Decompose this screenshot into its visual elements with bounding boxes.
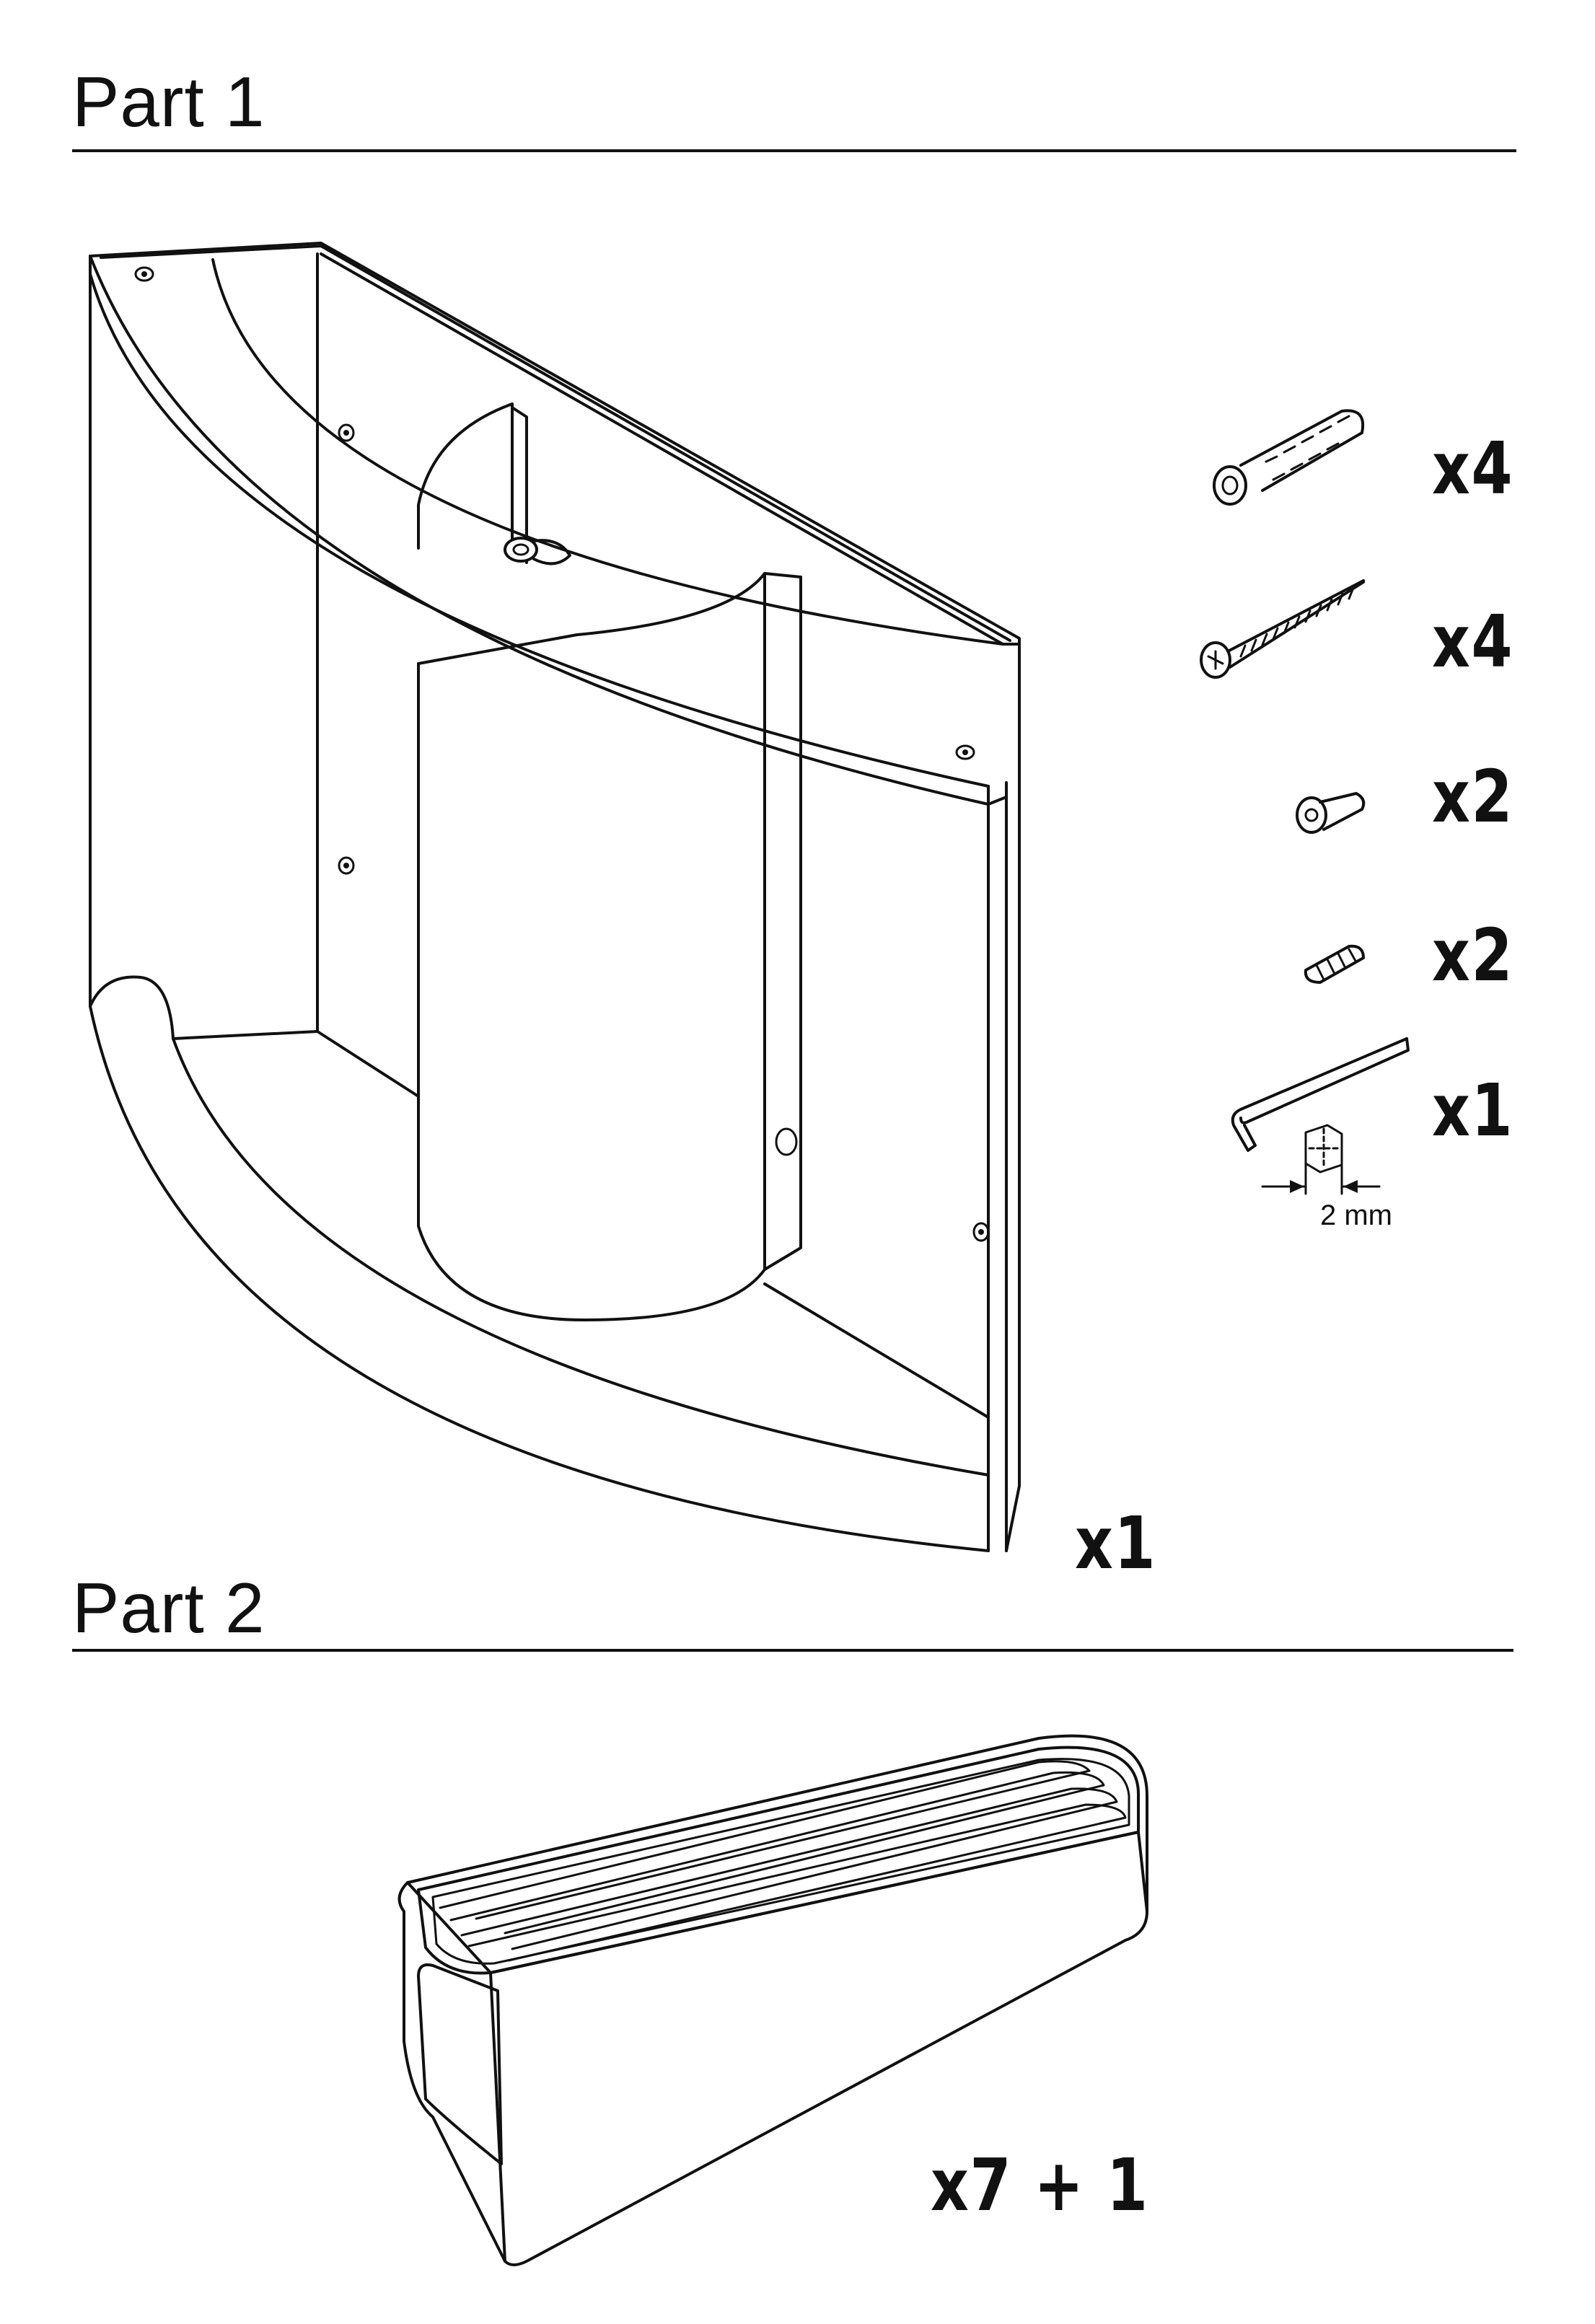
part1-quantity: x1 [1075,1501,1157,1585]
allen-key-icon [1231,1037,1410,1195]
shelf-housing-illustration [89,242,1021,1552]
set-screw-quantity: x2 [1432,913,1514,998]
part2-divider [72,1649,1513,1652]
allen-key-size-label: 2 mm [1320,1200,1392,1231]
screw-icon [1200,579,1365,679]
allen-key-quantity: x1 [1432,1068,1514,1153]
part2-title: Part 2 [72,1568,265,1647]
screw-quantity: x4 [1432,599,1514,684]
part2-quantity: x7 + 1 [931,2143,1149,2227]
part1-title: Part 1 [72,62,265,141]
set-screw-icon [1304,944,1365,984]
ribbed-block-illustration [397,1734,1148,2266]
part1-divider [72,149,1516,152]
bolt-icon [1296,792,1366,834]
wall-plug-quantity: x4 [1432,426,1514,511]
bolt-quantity: x2 [1432,754,1514,839]
wall-plug-icon [1213,409,1365,506]
